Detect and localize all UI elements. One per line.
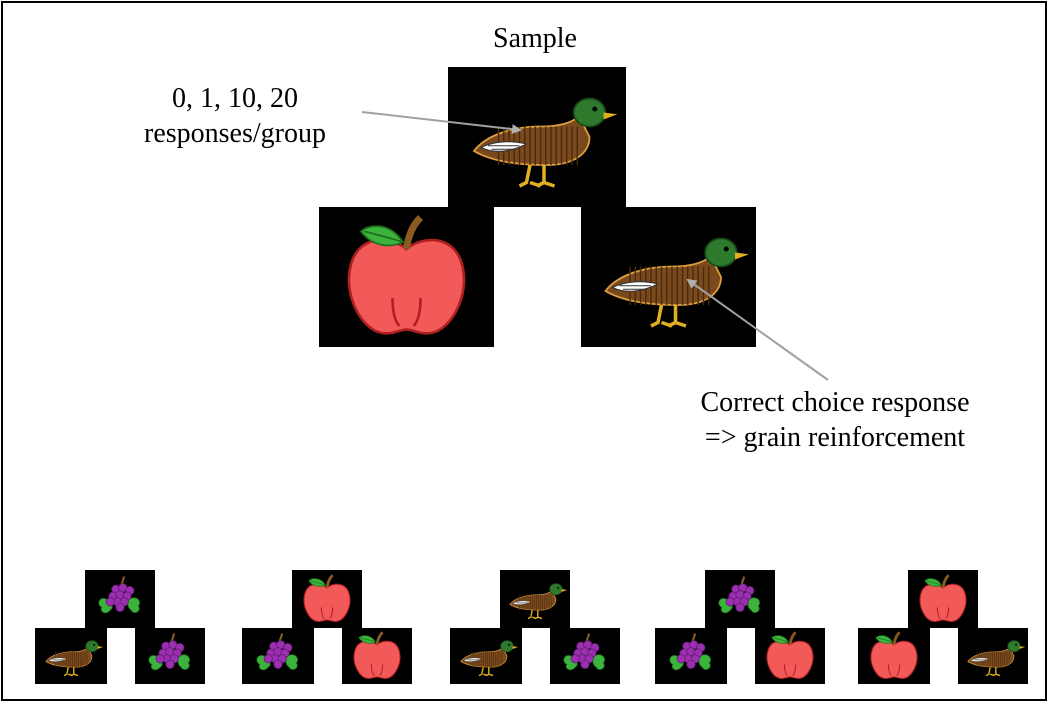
- trial-left-choice: [35, 628, 107, 684]
- duck-icon: [45, 640, 104, 677]
- duck-icon: [967, 640, 1026, 677]
- apple-icon: [353, 631, 401, 680]
- trial-right-choice: [755, 628, 825, 684]
- trial-right-choice: [958, 628, 1028, 684]
- trial-sample-stimulus: [85, 570, 155, 628]
- apple-icon: [347, 215, 466, 335]
- grapes-icon: [98, 576, 140, 614]
- trial-right-choice: [135, 628, 205, 684]
- duck-icon: [604, 237, 749, 328]
- grapes-icon: [256, 633, 298, 671]
- right-choice-stimulus: [581, 207, 756, 347]
- trial-sample-stimulus: [500, 570, 570, 628]
- correct-choice-label-line2: => grain reinforcement: [704, 422, 966, 453]
- trial-sample-stimulus: [292, 570, 362, 628]
- correct-choice-label-line1: Correct choice response: [700, 387, 970, 418]
- responses-label-line1: 0, 1, 10, 20: [172, 83, 298, 114]
- grapes-icon: [563, 633, 605, 671]
- apple-icon: [919, 574, 967, 623]
- apple-icon: [766, 631, 814, 680]
- trial-left-choice: [655, 628, 727, 684]
- grapes-icon: [669, 633, 711, 671]
- responses-label-line2: responses/group: [144, 118, 326, 149]
- duck-icon: [472, 97, 618, 188]
- trial-sample-stimulus: [705, 570, 775, 628]
- trial-right-choice: [342, 628, 412, 684]
- trial-left-choice: [242, 628, 314, 684]
- left-choice-stimulus: [319, 207, 494, 347]
- trial-sample-stimulus: [908, 570, 978, 628]
- duck-icon: [509, 583, 568, 620]
- apple-icon: [303, 574, 351, 623]
- trial-left-choice: [450, 628, 522, 684]
- trial-left-choice: [858, 628, 930, 684]
- sample-stimulus: [448, 67, 626, 207]
- trial-right-choice: [550, 628, 620, 684]
- sample-label: Sample: [493, 23, 577, 54]
- grapes-icon: [148, 633, 190, 671]
- apple-icon: [870, 631, 918, 680]
- duck-icon: [460, 640, 519, 677]
- grapes-icon: [718, 576, 760, 614]
